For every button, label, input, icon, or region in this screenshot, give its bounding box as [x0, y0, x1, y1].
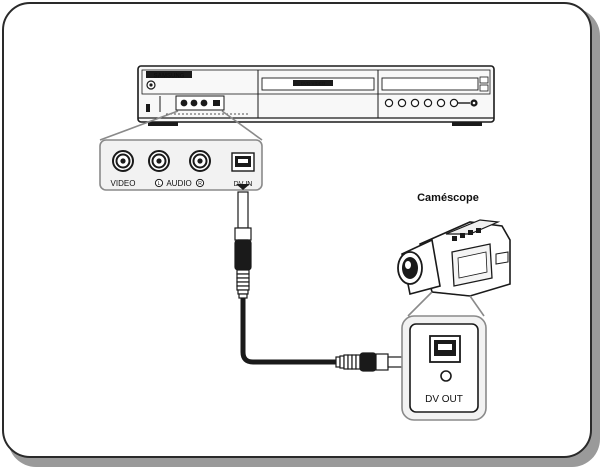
brand-name: SAMSUNG	[154, 73, 185, 79]
dv-out-panel: DV OUT	[401, 315, 487, 421]
control-button[interactable]	[436, 98, 446, 108]
display-window	[381, 77, 479, 91]
front-jack	[190, 99, 198, 107]
control-button[interactable]	[410, 98, 420, 108]
camcorder	[397, 219, 511, 297]
audio-right-jack	[189, 150, 211, 172]
right-mark: R	[198, 181, 202, 187]
control-button[interactable]	[397, 98, 407, 108]
brand-plate	[146, 71, 192, 78]
open-button[interactable]	[479, 84, 489, 92]
dvd-recorder: SAMSUNG DVD-VIDEO	[137, 65, 495, 126]
left-mark-badge	[154, 178, 164, 188]
front-jack	[180, 99, 188, 107]
camcorder-label: Caméscope	[417, 192, 479, 204]
input-jack-panel: VIDEO L AUDIO R DV IN	[99, 139, 263, 191]
video-label: VIDEO	[111, 179, 136, 188]
audio-label: AUDIO	[166, 179, 191, 188]
lens-glare	[405, 261, 411, 269]
dv-cable	[234, 184, 426, 372]
eject-button[interactable]	[479, 76, 489, 84]
dv-in-port	[231, 152, 255, 172]
control-button[interactable]	[384, 98, 394, 108]
video-jack	[112, 150, 134, 172]
tray-logo-plate	[293, 80, 333, 86]
front-jack	[200, 99, 208, 107]
front-dv-port	[213, 100, 220, 106]
camcorder-callout-lines	[407, 291, 485, 317]
right-mark-badge	[195, 178, 205, 188]
power-icon	[149, 83, 153, 87]
dv-in-arrow-icon	[236, 184, 250, 190]
audio-left-jack	[148, 150, 170, 172]
callout-lines	[99, 110, 263, 141]
control-button[interactable]	[423, 98, 433, 108]
control-button[interactable]	[449, 98, 459, 108]
dv-out-mark-icon	[440, 370, 452, 382]
left-mark: L	[158, 181, 161, 187]
tray-logo: DVD-VIDEO	[301, 81, 326, 86]
dv-out-port	[429, 335, 461, 363]
dv-out-label: DV OUT	[425, 394, 463, 405]
